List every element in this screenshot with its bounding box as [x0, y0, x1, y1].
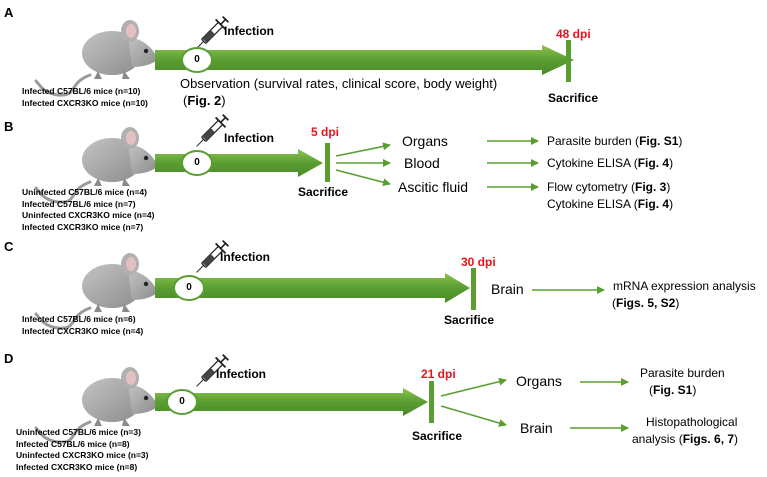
output-parasite-ref: (Fig. S1) [649, 383, 697, 397]
group-list: Uninfected C57BL/6 mice (n=4) Infected C… [22, 187, 155, 233]
arrow-to-brain [440, 405, 507, 427]
dpi-label: 48 dpi [556, 27, 591, 41]
group-line: Infected C57BL/6 mice (n=8) [16, 438, 130, 449]
arrow-to-organs [440, 377, 507, 397]
panel-c-graphics [34, 237, 605, 330]
group-list: Infected C57BL/6 mice (n=6) Infected CXC… [22, 314, 143, 337]
sacrifice-bar [471, 268, 476, 310]
sample-organs: Organs [516, 373, 562, 389]
panel-d-graphics [34, 351, 629, 444]
dpi-label: 21 dpi [421, 367, 456, 381]
observation-note: Observation (survival rates, clinical sc… [180, 76, 498, 91]
sacrifice-bar [429, 381, 434, 423]
output-cytokine-elisa: Cytokine ELISA (Fig. 4) [547, 156, 674, 170]
group-line: Uninfected CXCR3KO mice (n=3) [16, 450, 149, 460]
panel-a-graphics [34, 13, 574, 97]
sample-ascitic-fluid: Ascitic fluid [398, 179, 469, 195]
sacrifice-label: Sacrifice [298, 185, 349, 199]
sample-organs: Organs [402, 133, 448, 149]
panel-letter: D [4, 351, 14, 366]
group-line: Infected CXCR3KO mice (n=4) [22, 325, 144, 336]
output-cytokine-elisa: Cytokine ELISA (Fig. 4) [547, 197, 674, 211]
infection-label: Infection [224, 24, 274, 38]
start-label: 0 [194, 157, 200, 168]
infection-label: Infection [216, 367, 266, 381]
panel-b-graphics [34, 111, 539, 204]
group-line: Infected C57BL/6 mice (n=7) [22, 198, 136, 209]
sacrifice-bar [325, 143, 330, 182]
timeline-arrow [155, 45, 574, 75]
arrow-to-organs [335, 142, 391, 157]
dpi-label: 5 dpi [311, 125, 340, 139]
sample-brain: Brain [491, 281, 524, 297]
output-flow-cytometry: Flow cytometry (Fig. 3) [547, 180, 671, 194]
sample-blood: Blood [404, 155, 440, 171]
output-mrna-analysis: mRNA expression analysis [613, 279, 756, 293]
group-line: Uninfected C57BL/6 mice (n=4) [22, 187, 147, 197]
timeline-arrow [155, 388, 428, 416]
start-circle [181, 47, 213, 73]
output-mrna-ref: (Figs. 5, S2) [612, 296, 680, 310]
timeline-arrow [155, 273, 470, 303]
arrow-to-ascitic-fluid [335, 169, 391, 187]
start-label: 0 [194, 54, 200, 65]
panel-letter: C [4, 239, 14, 254]
sacrifice-label: Sacrifice [444, 313, 495, 327]
start-circle [181, 150, 213, 176]
timeline-arrow [155, 149, 323, 177]
group-list: Infected C57BL/6 mice (n=10) Infected CX… [22, 86, 148, 109]
group-line: Infected C57BL/6 mice (n=10) [22, 86, 141, 96]
dpi-label: 30 dpi [461, 255, 496, 269]
start-label: 0 [186, 282, 192, 293]
output-parasite-burden: Parasite burden (Fig. S1) [547, 134, 683, 148]
infection-label: Infection [224, 131, 274, 145]
group-list: Uninfected C57BL/6 mice (n=3) Infected C… [16, 427, 149, 473]
group-line: Infected CXCR3KO mice (n=10) [22, 97, 148, 108]
sacrifice-label: Sacrifice [412, 429, 463, 443]
start-circle [173, 275, 205, 301]
start-circle [166, 389, 198, 415]
sacrifice-label: Sacrifice [548, 91, 599, 105]
panel-letter: A [4, 5, 14, 20]
output-histopathology: Histopathological [646, 415, 738, 429]
output-parasite-burden: Parasite burden [640, 366, 725, 380]
sample-brain: Brain [520, 420, 553, 436]
group-line: Uninfected CXCR3KO mice (n=4) [22, 210, 155, 220]
infection-label: Infection [220, 250, 270, 264]
start-label: 0 [179, 396, 185, 407]
mouse-icon [34, 18, 162, 97]
sacrifice-bar [566, 40, 571, 82]
group-line: Infected CXCR3KO mice (n=8) [16, 461, 138, 472]
output-histopathology-ref: analysis (Figs. 6, 7) [632, 432, 739, 446]
group-line: Infected CXCR3KO mice (n=7) [22, 221, 144, 232]
panel-letter: B [4, 119, 14, 134]
observation-ref: (Fig. 2) [183, 93, 226, 108]
group-line: Uninfected C57BL/6 mice (n=3) [16, 427, 141, 437]
group-line: Infected C57BL/6 mice (n=6) [22, 314, 136, 324]
